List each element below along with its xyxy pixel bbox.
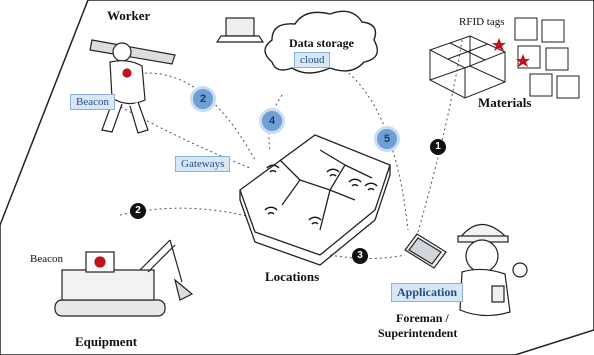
step-5-badge: 5 [374,126,400,152]
connection-lines [111,39,463,259]
step-2-worker-badge: 2 [190,86,216,112]
data-storage-label: Data storage [289,36,354,50]
step-3-badge: 3 [352,248,368,264]
equipment-label: Equipment [75,334,138,349]
cloud-icon [264,10,378,74]
worker-beacon-label: Beacon [70,94,115,110]
rfid-star-1 [492,38,506,51]
step-2-equipment-badge: 2 [130,203,146,219]
building-floorplan [239,134,391,266]
rfid-tags-label: RFID tags [459,16,505,28]
materials-label: Materials [478,95,532,110]
excavator-figure [54,239,194,317]
materials-figure [428,17,580,99]
equipment-beacon-label: Beacon [30,253,63,265]
step-1-badge: 1 [430,139,446,155]
gateways-label: Gateways [175,156,231,172]
step-4-badge: 4 [259,108,285,134]
wifi-icons [264,164,378,225]
worker-figure [89,39,176,134]
locations-label: Locations [265,269,320,284]
foreman-figure [457,223,528,317]
superintendent-label: Superintendent [378,326,458,340]
rfid-star-2 [516,54,530,67]
phone-icon [404,233,447,269]
application-label: Application [391,283,464,302]
foreman-label: Foreman / [396,311,449,325]
laptop-icon [215,17,265,43]
cloud-label: cloud [294,52,331,68]
worker-label: Worker [107,8,151,23]
